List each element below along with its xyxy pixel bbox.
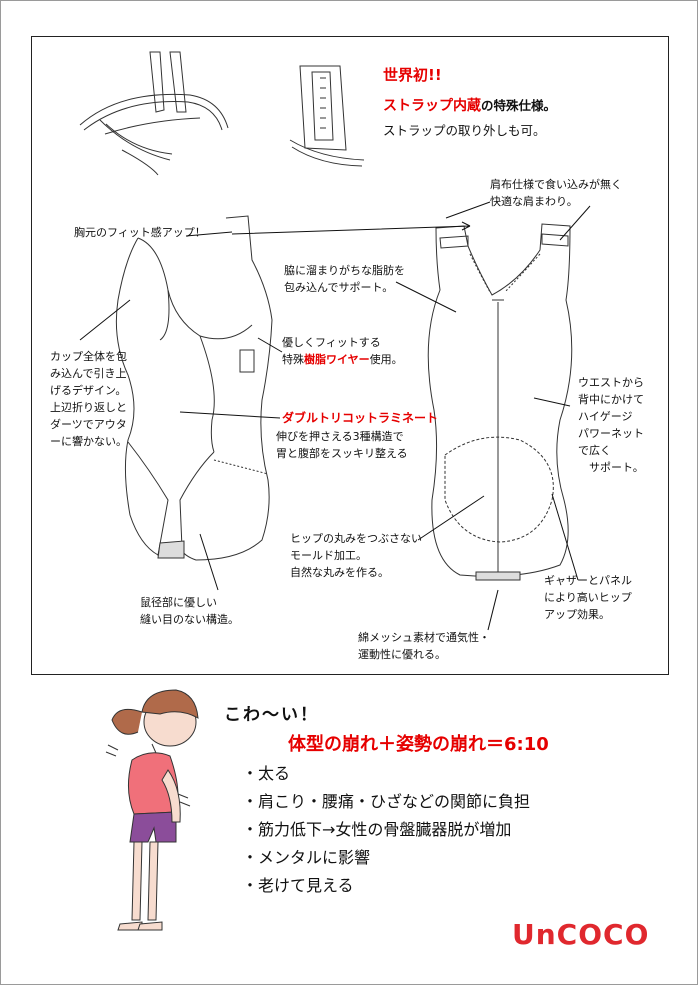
bodysuit-front-sketch: [115, 215, 273, 561]
note-wire: 優しくフィットする特殊樹脂ワイヤー使用。: [282, 334, 403, 368]
list-item: ・メンタルに影響: [242, 848, 371, 867]
note-double-red: ダブルトリコットラミネート: [282, 411, 439, 425]
strap-inside-detail-sketch: [289, 65, 365, 167]
note-shoulder: 肩布仕様で食い込みが無く 快適な肩まわり。: [490, 178, 622, 208]
note-wire-line1: 優しくフィットする: [282, 336, 381, 349]
diagram-frame: [31, 36, 669, 675]
ratio-headline: 体型の崩れ＋姿勢の崩れ＝6:10: [288, 734, 549, 755]
note-bust-fit: 胸元のフィット感アップ！: [74, 226, 206, 239]
headline-strap-red: ストラップ内蔵: [383, 98, 481, 114]
headline-strap-rest: の特殊仕様。: [481, 98, 557, 113]
note-waist: ウエストから 背中にかけて ハイゲージ パワーネット で広く サポート。: [578, 376, 644, 474]
note-crotch: 鼠径部に優しい 縫い目のない構造。: [140, 596, 239, 626]
list-item: ・肩こり・腰痛・ひざなどの関節に負担: [242, 792, 531, 811]
headline-world-first: 世界初!!: [383, 66, 442, 84]
brand-logo: UnCOCO: [512, 918, 650, 951]
bodysuit-back-sketch: [427, 223, 573, 581]
scary-title: こわ～い！: [224, 705, 319, 725]
bra-strap-detail-sketch: [79, 51, 229, 176]
note-double-body: 伸びを押さえる3種構造で 胃と腹部をスッキリ整える: [276, 430, 408, 460]
headline-strap: ストラップ内蔵の特殊仕様。: [383, 95, 556, 115]
effects-list: ・太る ・肩こり・腰痛・ひざなどの関節に負担 ・筋力低下→女性の骨盤臓器脱が増加…: [242, 760, 530, 900]
note-gather: ギャザーとパネル により高いヒップ アップ効果。: [544, 574, 632, 621]
list-item: ・筋力低下→女性の骨盤臓器脱が増加: [242, 820, 512, 839]
list-item: ・太る: [242, 764, 291, 783]
note-cup: カップ全体を包 み込んで引き上 げるデザイン。 上辺折り返しと ダーツでアウタ …: [50, 350, 127, 448]
annotation-arrows: [79, 201, 591, 631]
note-wire-post: 使用。: [369, 353, 403, 366]
note-side-fat: 脇に溜まりがちな脂肪を 包み込んでサポート。: [284, 264, 405, 294]
note-hip: ヒップの丸みをつぶさない モールド加工。 自然な丸みを作る。: [290, 532, 422, 579]
headline-removable: ストラップの取り外しも可。: [383, 123, 546, 138]
note-wire-red: 樹脂ワイヤー: [304, 353, 370, 366]
list-item: ・老けて見える: [242, 876, 354, 895]
note-mesh: 綿メッシュ素材で通気性・ 運動性に優れる。: [358, 631, 490, 661]
note-wire-pre: 特殊: [282, 353, 304, 366]
woman-bad-posture-illustration: [105, 689, 199, 931]
